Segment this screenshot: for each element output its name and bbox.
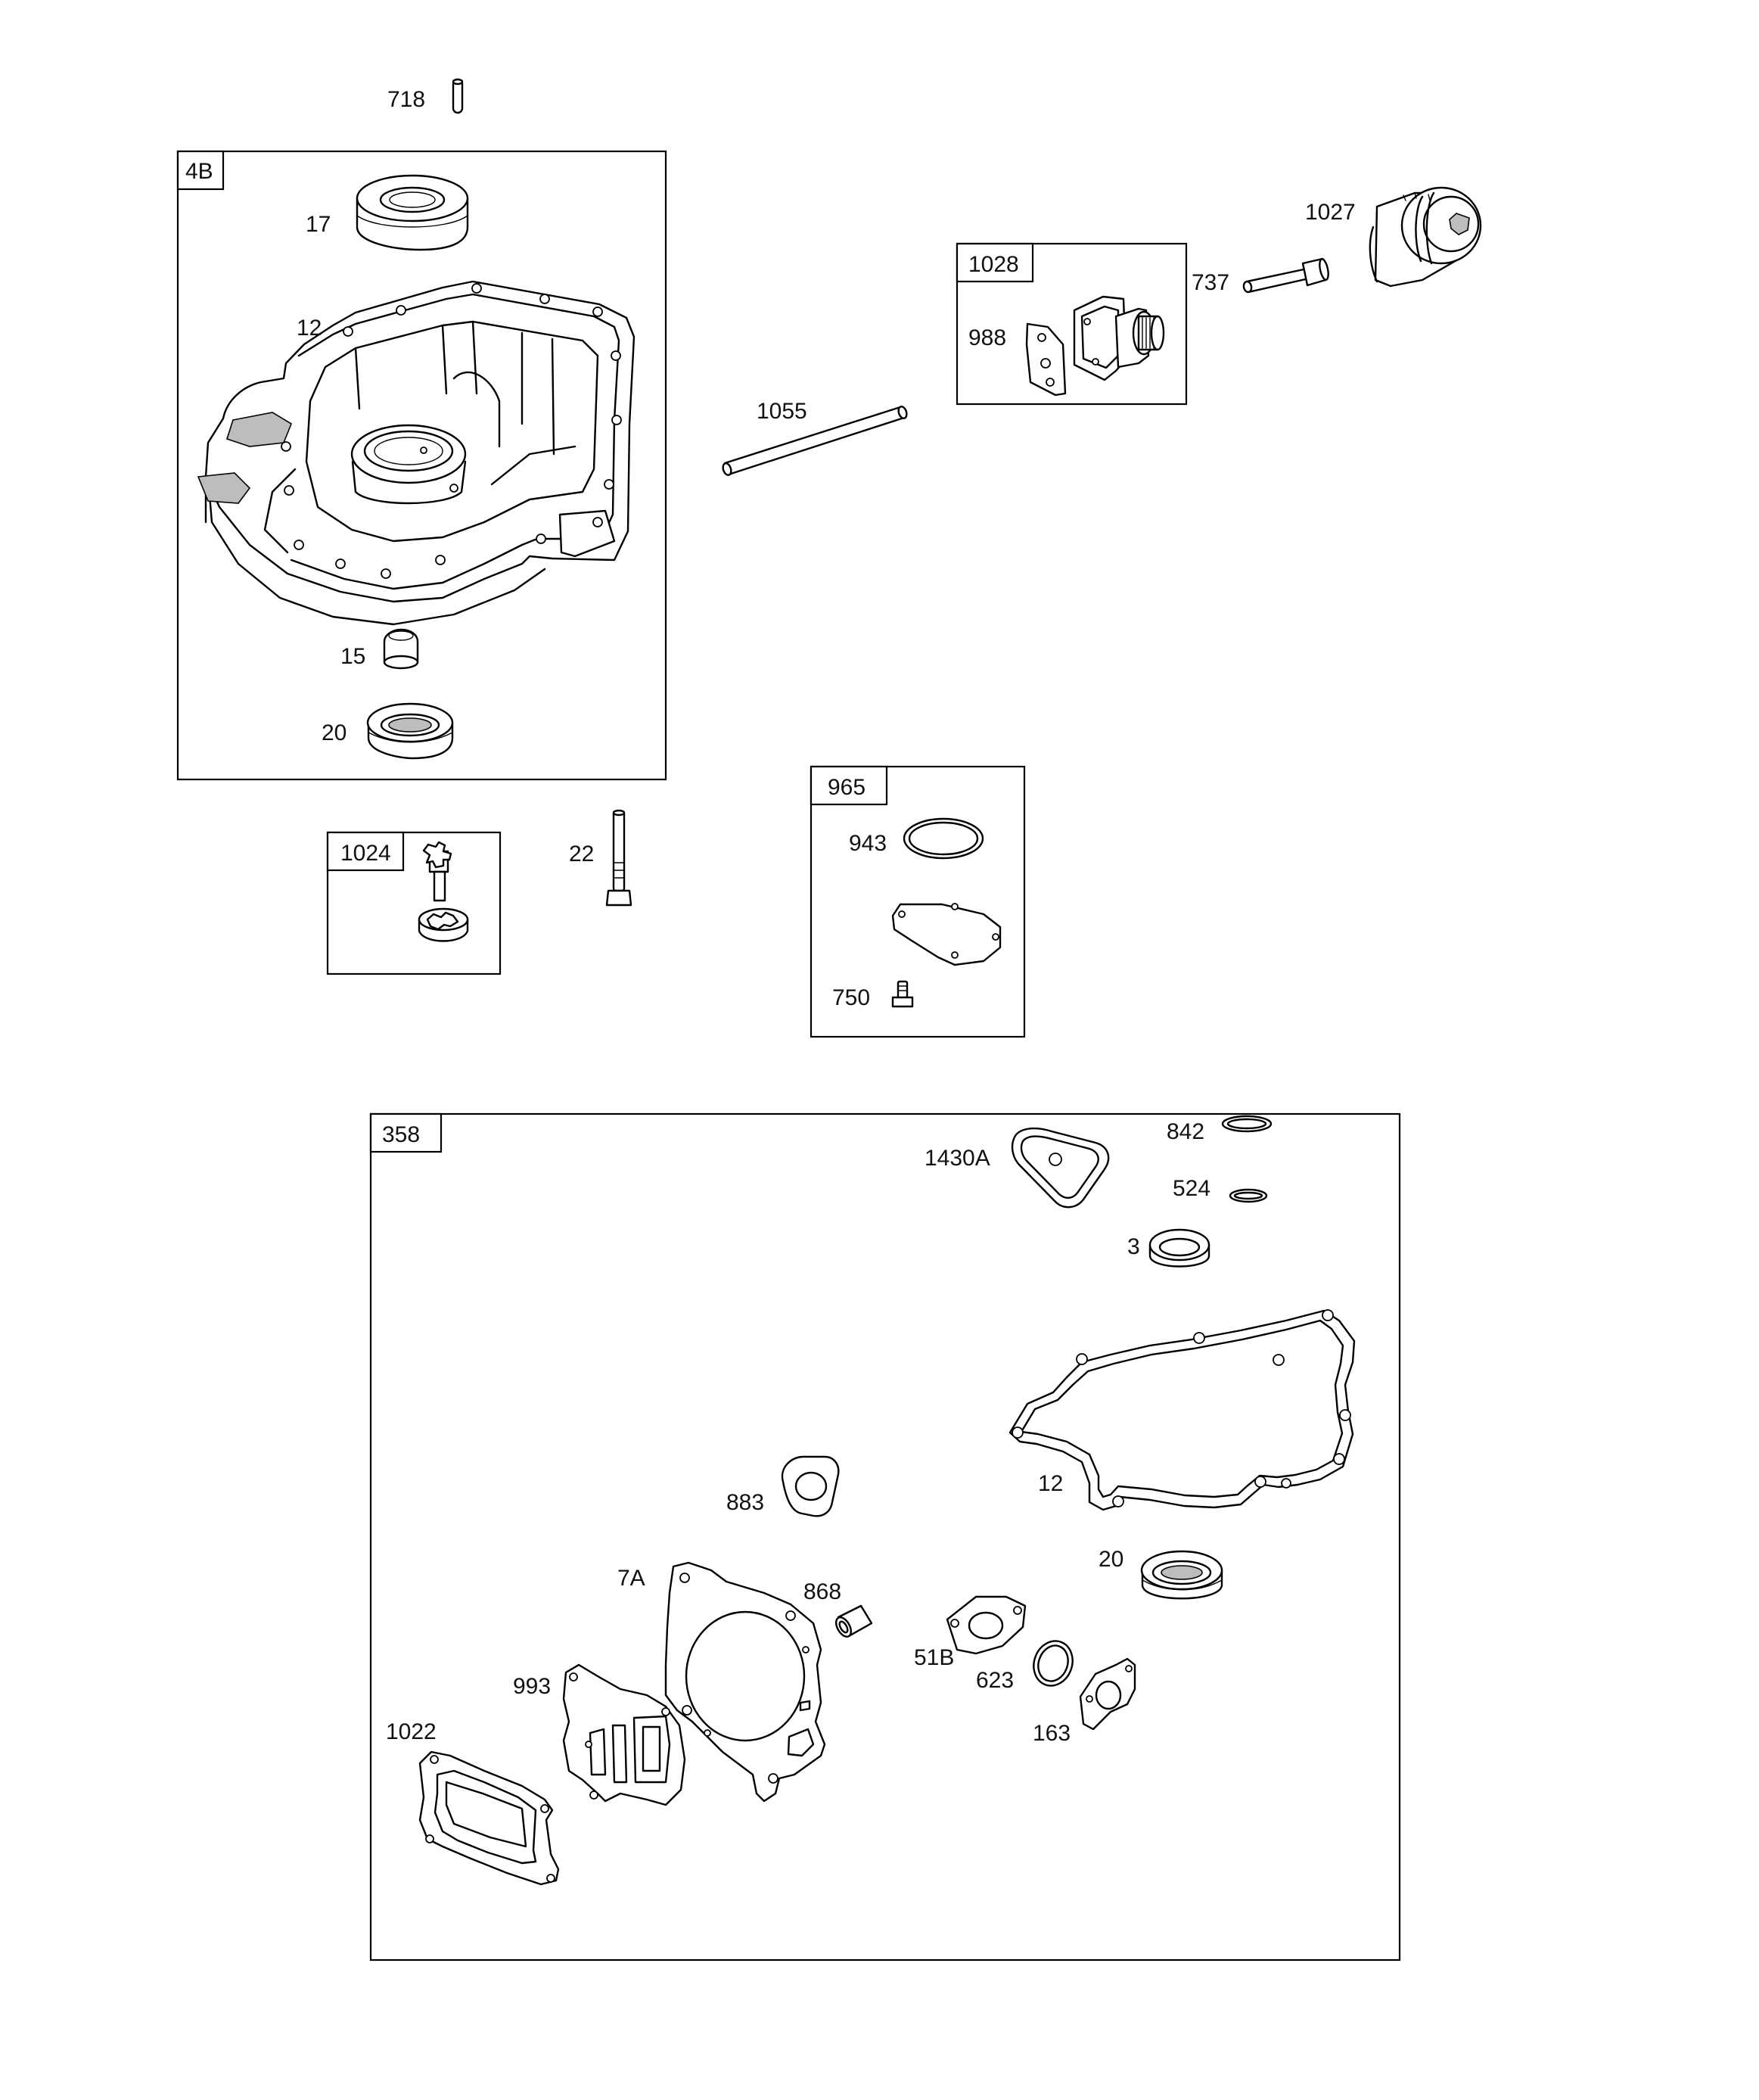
oil-filter-1027-part bbox=[1369, 186, 1482, 288]
o-ring-842-part bbox=[1221, 1115, 1273, 1133]
label-988: 988 bbox=[968, 325, 1006, 350]
group-label-1028: 1028 bbox=[968, 252, 1019, 277]
screw-750-part bbox=[891, 980, 914, 1008]
label-737: 737 bbox=[1192, 270, 1229, 295]
label-7a: 7A bbox=[617, 1566, 645, 1591]
plug-868-part bbox=[834, 1604, 873, 1638]
label-1430a: 1430A bbox=[925, 1146, 990, 1171]
gasket-163-part bbox=[1079, 1657, 1136, 1731]
label-163: 163 bbox=[1033, 1721, 1071, 1746]
label-750: 750 bbox=[832, 985, 870, 1010]
group-box-1028 bbox=[956, 242, 1188, 406]
label-20-seal: 20 bbox=[322, 720, 347, 745]
label-1027: 1027 bbox=[1305, 200, 1356, 225]
oil-seal-3-part bbox=[1148, 1228, 1210, 1268]
group-box-358 bbox=[369, 1112, 1401, 1962]
bolt-22-part bbox=[605, 809, 632, 907]
label-15: 15 bbox=[340, 644, 365, 669]
label-718: 718 bbox=[387, 87, 425, 112]
o-ring-623-part bbox=[1033, 1640, 1074, 1687]
bolt-737-part bbox=[1242, 257, 1329, 294]
label-842: 842 bbox=[1167, 1119, 1204, 1144]
head-gasket-7a-part bbox=[664, 1561, 826, 1803]
group-tag-1028 bbox=[956, 242, 1034, 283]
label-3: 3 bbox=[1127, 1234, 1140, 1259]
group-label-965: 965 bbox=[828, 775, 866, 800]
label-943: 943 bbox=[849, 831, 887, 856]
oil-seal-20b-part bbox=[1140, 1550, 1223, 1600]
gasket-51b-part bbox=[946, 1595, 1027, 1655]
crankcase-gasket-12-part bbox=[1008, 1309, 1356, 1511]
oil-seal-20-part bbox=[366, 702, 454, 760]
group-tag-358 bbox=[369, 1112, 443, 1153]
label-993: 993 bbox=[513, 1674, 551, 1699]
gasket-1430a-part bbox=[1011, 1127, 1110, 1209]
oil-seal-17-part bbox=[356, 174, 469, 251]
tube-1055-part bbox=[722, 406, 908, 476]
label-51b: 51B bbox=[914, 1645, 954, 1670]
label-883: 883 bbox=[726, 1490, 764, 1515]
governor-gear-1024-part bbox=[418, 841, 469, 942]
group-tag-965 bbox=[810, 765, 888, 806]
label-623: 623 bbox=[976, 1668, 1014, 1693]
group-label-1024: 1024 bbox=[340, 841, 391, 866]
label-22: 22 bbox=[569, 842, 594, 866]
label-17: 17 bbox=[306, 212, 331, 237]
group-tag-1024 bbox=[326, 831, 405, 872]
o-ring-524-part bbox=[1229, 1188, 1268, 1203]
sump-crankcase-12-part bbox=[197, 280, 636, 626]
gasket-883-part bbox=[781, 1455, 840, 1517]
filter-adapter-1028-part bbox=[1073, 295, 1165, 381]
group-label-4b: 4B bbox=[185, 159, 213, 184]
cover-plate-965-part bbox=[891, 903, 1002, 966]
label-1022: 1022 bbox=[386, 1719, 437, 1744]
o-ring-943-part bbox=[903, 817, 984, 860]
label-12-crankcase: 12 bbox=[297, 316, 322, 341]
gasket-988-part bbox=[1025, 322, 1067, 397]
group-tag-4b bbox=[176, 150, 225, 191]
label-20-seal-b: 20 bbox=[1099, 1547, 1123, 1572]
gasket-1022-part bbox=[418, 1750, 560, 1886]
label-524: 524 bbox=[1173, 1176, 1210, 1201]
group-box-1024 bbox=[326, 831, 502, 975]
dowel-pin-718-part bbox=[452, 78, 464, 114]
label-12-gasket: 12 bbox=[1038, 1471, 1063, 1496]
group-box-4b bbox=[176, 150, 667, 781]
label-1055: 1055 bbox=[757, 399, 807, 424]
group-box-965 bbox=[810, 765, 1026, 1038]
group-label-358: 358 bbox=[382, 1122, 420, 1147]
label-868: 868 bbox=[803, 1579, 841, 1604]
cap-15-part bbox=[383, 628, 419, 670]
gasket-993-part bbox=[562, 1663, 686, 1806]
